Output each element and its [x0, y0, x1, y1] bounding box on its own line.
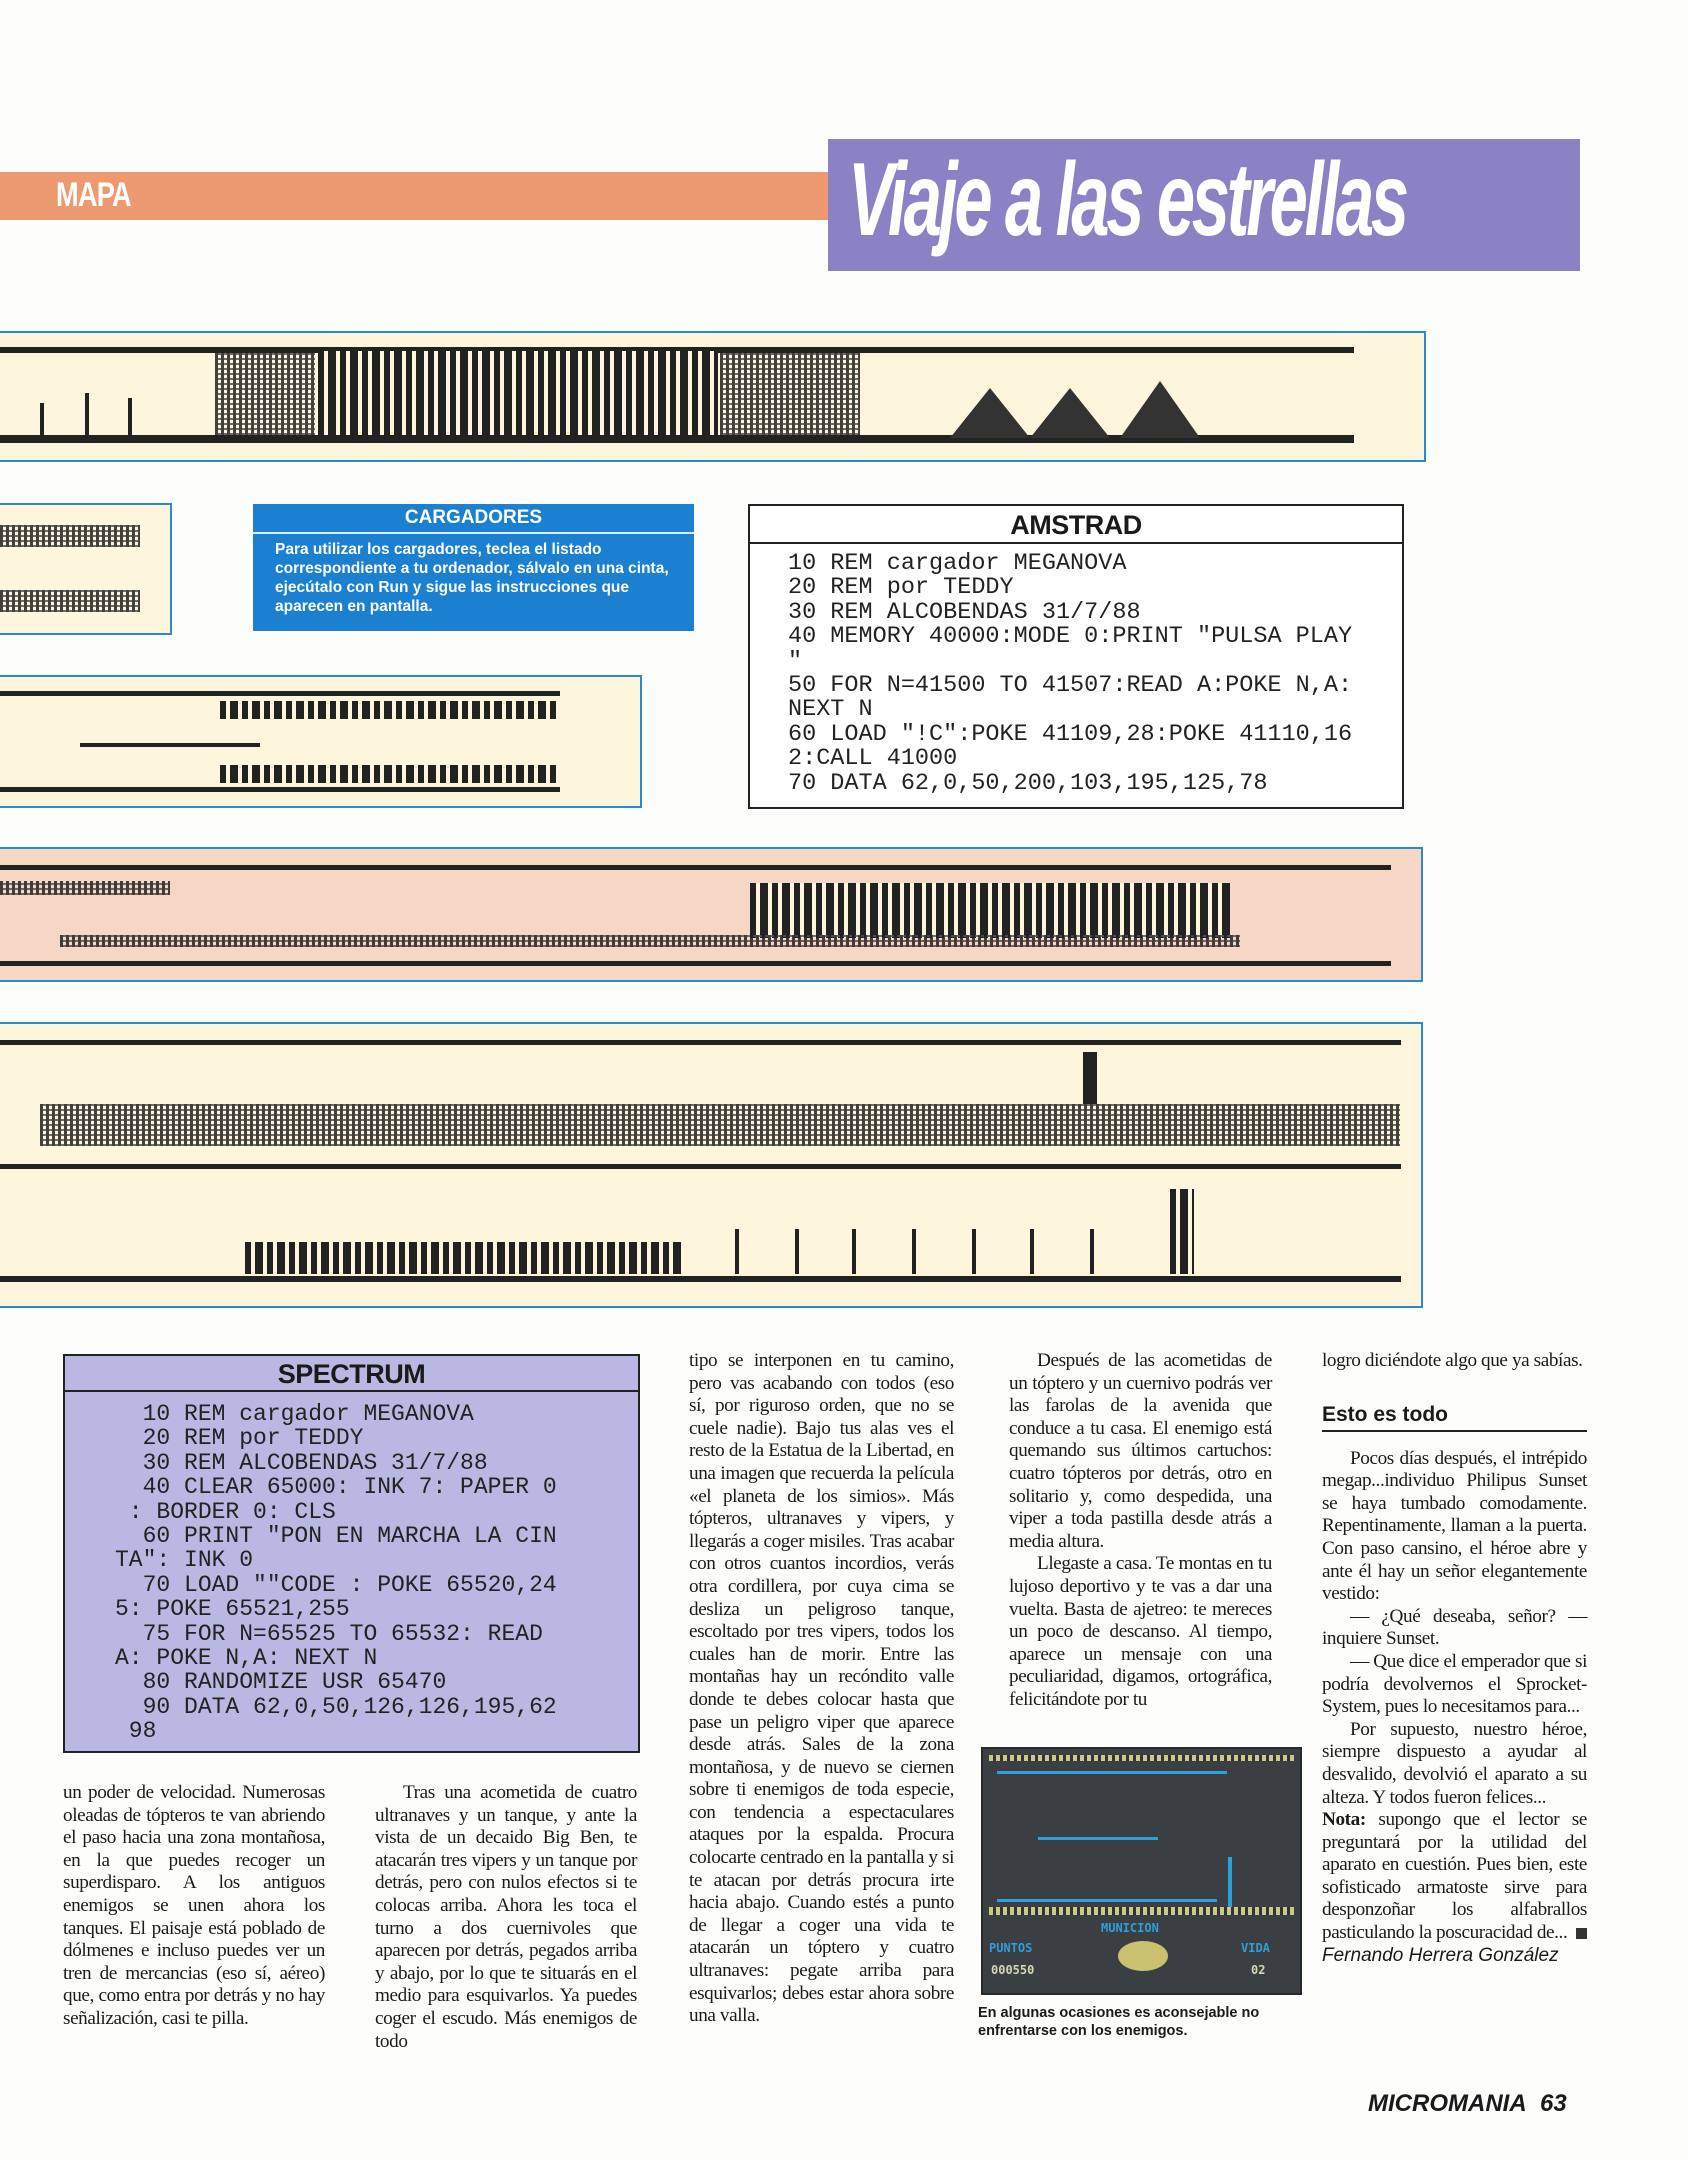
- screen-wall: [1038, 1837, 1158, 1840]
- hud-points: 000550: [991, 1963, 1035, 1977]
- map-rail: [220, 701, 560, 719]
- paragraph: Después de las acometidas de un tóptero …: [1009, 1350, 1272, 1552]
- map-rock: [215, 351, 315, 435]
- map-lamp: [852, 1229, 856, 1274]
- screen-wall: [997, 1899, 1217, 1902]
- map-lamp: [972, 1229, 976, 1274]
- map-rock: [720, 351, 860, 435]
- map-divider: [0, 1164, 1401, 1169]
- map-ceiling: [0, 347, 1354, 353]
- hud-ammo: MUNICION: [1101, 1921, 1159, 1935]
- screen-wall: [1228, 1857, 1232, 1907]
- map-ground: [0, 1276, 1401, 1282]
- hud-life: 02: [1251, 1963, 1266, 1977]
- section-bar: [0, 172, 828, 220]
- paragraph: tipo se interponen en tu camino, pero va…: [689, 1350, 955, 2027]
- map-ground-rocks: [40, 1104, 1400, 1146]
- map-line: [80, 743, 260, 747]
- map-rock: [0, 881, 170, 895]
- amstrad-code: 10 REM cargador MEGANOVA 20 REM por TEDD…: [788, 550, 1353, 797]
- section-label: MAPA: [56, 176, 132, 214]
- article-column-4: Después de las acometidas de un tóptero …: [1009, 1350, 1272, 1712]
- hud-points-label: PUNTOS: [989, 1941, 1033, 1955]
- map-rail: [220, 765, 560, 783]
- paragraph: — Que dice el emperador que si podría de…: [1322, 1650, 1587, 1718]
- paragraph: Pocos días después, el intrépido megap..…: [1322, 1447, 1587, 1605]
- screen-border: [989, 1907, 1294, 1915]
- map-track: [60, 935, 1240, 947]
- page-footer: MICROMANIA 63: [1368, 2090, 1567, 2118]
- paragraph: Por supuesto, nuestro héroe, siempre dis…: [1322, 1718, 1587, 1808]
- map-tower: [128, 398, 132, 435]
- map-strip-5: [0, 1022, 1423, 1308]
- map-strip-3: [0, 675, 642, 808]
- map-tower: [40, 403, 44, 435]
- cargadores-title: CARGADORES: [253, 504, 694, 534]
- map-ceiling: [0, 865, 1391, 870]
- paragraph: un poder de velocidad. Numerosas oleadas…: [63, 1782, 325, 2029]
- section-heading: Esto es todo: [1322, 1403, 1587, 1432]
- paragraph: logro diciéndote algo que ya sabías.: [1322, 1350, 1583, 1371]
- map-strip-4: [0, 847, 1423, 982]
- article-column-3: tipo se interponen en tu camino, pero va…: [689, 1350, 954, 2028]
- map-mountain: [1030, 388, 1110, 438]
- map-ground: [0, 787, 560, 792]
- map-big-ben: [1083, 1052, 1097, 1104]
- spectrum-title: SPECTRUM: [65, 1356, 638, 1392]
- weapon-icon: [1118, 1941, 1168, 1971]
- map-house: [1170, 1189, 1194, 1274]
- map-rock: [0, 525, 140, 547]
- map-ground: [0, 961, 1391, 966]
- spectrum-code: 10 REM cargador MEGANOVA 20 REM por TEDD…: [115, 1401, 557, 1745]
- map-ceiling: [0, 691, 560, 696]
- map-ground: [0, 435, 1354, 443]
- map-mountain: [950, 388, 1030, 438]
- article-column-1: un poder de velocidad. Numerosas oleadas…: [63, 1782, 325, 2031]
- map-lamp: [735, 1229, 739, 1274]
- map-lamp: [1030, 1229, 1034, 1274]
- paragraph: Llegaste a casa. Te montas en tu lujoso …: [1009, 1553, 1272, 1710]
- page-title: Viaje a las estrellas: [848, 142, 1409, 258]
- magazine-name: MICROMANIA: [1368, 2090, 1527, 2117]
- map-ceiling: [0, 1040, 1401, 1045]
- map-train: [750, 883, 1230, 938]
- screen-wall: [997, 1771, 1227, 1774]
- cargadores-box: CARGADORES Para utilizar los cargadores,…: [253, 504, 694, 631]
- byline: Fernando Herrera González: [1322, 1944, 1559, 1966]
- screen-border: [989, 1755, 1294, 1761]
- spectrum-listing: SPECTRUM 10 REM cargador MEGANOVA 20 REM…: [63, 1354, 640, 1753]
- game-screenshot: MUNICION PUNTOS 000550 VIDA 02: [981, 1747, 1302, 1995]
- note-text: supongo que el lector se preguntará por …: [1322, 1809, 1587, 1944]
- map-strip-1: [0, 331, 1426, 462]
- map-building: [318, 351, 718, 435]
- amstrad-listing: AMSTRAD 10 REM cargador MEGANOVA 20 REM …: [748, 504, 1404, 809]
- end-mark-icon: [1576, 1928, 1587, 1940]
- map-tower: [85, 393, 89, 435]
- note-paragraph: Nota: supongo que el lector se preguntar…: [1322, 1809, 1587, 1945]
- map-rock: [0, 590, 140, 612]
- title-box: Viaje a las estrellas: [828, 139, 1580, 271]
- map-mountain: [1120, 381, 1200, 438]
- map-lamp: [1090, 1229, 1094, 1274]
- map-fence: [245, 1242, 685, 1274]
- cargadores-body: Para utilizar los cargadores, teclea el …: [275, 541, 669, 615]
- article-column-2: Tras una acometida de cuatro ultranaves …: [375, 1782, 637, 2053]
- map-strip-2: [0, 503, 172, 635]
- paragraph: Tras una acometida de cuatro ultranaves …: [375, 1782, 637, 2052]
- map-lamp: [912, 1229, 916, 1274]
- article-column-5: logro diciéndote algo que ya sabías. Est…: [1322, 1350, 1587, 1967]
- paragraph: — ¿Qué deseaba, señor? —inquiere Sunset.: [1322, 1605, 1587, 1650]
- amstrad-title: AMSTRAD: [750, 506, 1402, 544]
- hud-life-label: VIDA: [1241, 1941, 1270, 1955]
- page-number: 63: [1540, 2090, 1567, 2117]
- note-label: Nota:: [1322, 1809, 1366, 1831]
- map-lamp: [795, 1229, 799, 1274]
- screenshot-caption: En algunas ocasiones es aconsejable no e…: [978, 2005, 1260, 2039]
